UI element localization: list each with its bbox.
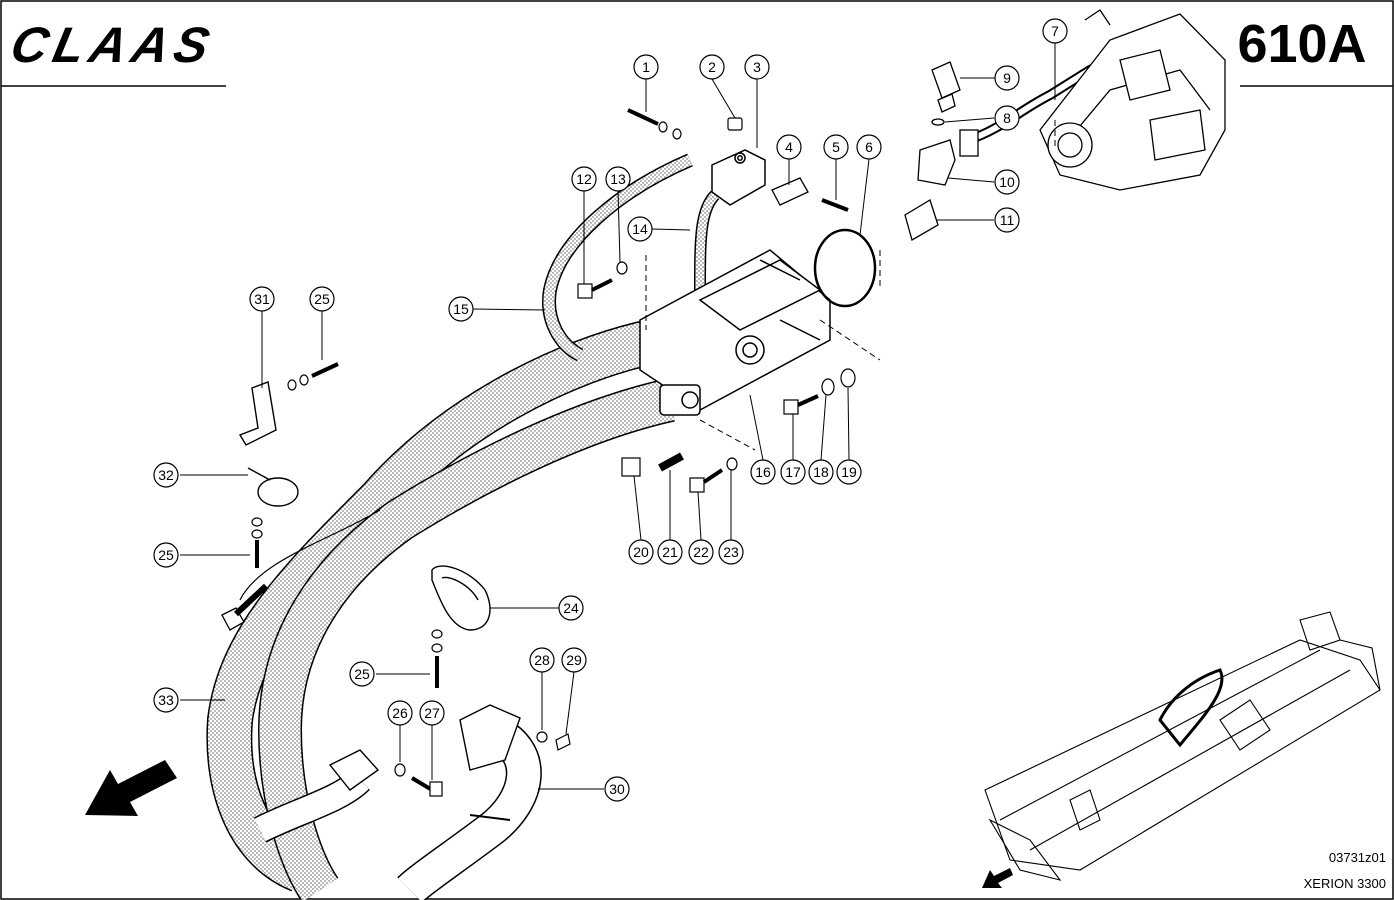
callout-32: 32: [158, 467, 174, 483]
plate-4: [771, 177, 809, 206]
callout-8: 8: [1003, 110, 1011, 126]
callout-33: 33: [158, 692, 174, 708]
callout-4: 4: [785, 139, 793, 155]
pressure-pipe-30: [397, 704, 542, 900]
callout-1: 1: [642, 59, 650, 75]
callout-3: 3: [753, 59, 761, 75]
callout-19: 19: [841, 464, 857, 480]
callout-20: 20: [633, 544, 649, 560]
callout-25-top: 25: [314, 291, 330, 307]
callout-labels: 1 2 3 4 5 6 7 8 9 10 11 12 13 14 15 16 1…: [158, 23, 1059, 797]
overview-chassis-inset: [984, 611, 1381, 881]
model-name: XERION 3300: [1303, 876, 1386, 891]
hydraulic-hose-14: [694, 190, 720, 291]
inset-direction-arrow-icon: [982, 868, 1013, 888]
callout-14: 14: [632, 221, 648, 237]
callout-25-mid: 25: [158, 547, 174, 563]
callout-9: 9: [1003, 70, 1011, 86]
o-ring-6: [813, 228, 877, 308]
bolts-and-washers: [251, 108, 856, 797]
callout-10: 10: [999, 174, 1015, 190]
direction-arrow-icon: [85, 760, 177, 816]
page-number: 610A: [1237, 14, 1367, 74]
callout-7: 7: [1051, 23, 1059, 39]
callout-markers: [153, 18, 1068, 802]
hydraulic-pump-16: [639, 249, 831, 416]
flange-fitting-left: [253, 749, 380, 843]
callout-30: 30: [609, 781, 625, 797]
callout-21: 21: [662, 544, 678, 560]
callout-28: 28: [534, 652, 550, 668]
callout-13: 13: [610, 171, 626, 187]
callout-29: 29: [566, 652, 582, 668]
callout-16: 16: [755, 464, 771, 480]
callout-6: 6: [865, 139, 873, 155]
callout-26: 26: [392, 705, 408, 721]
callout-23: 23: [723, 544, 739, 560]
callout-25-low: 25: [354, 666, 370, 682]
callout-17: 17: [785, 464, 801, 480]
engine-block: [1039, 9, 1226, 191]
callout-18: 18: [813, 464, 829, 480]
callout-24: 24: [563, 600, 579, 616]
callout-15: 15: [453, 301, 469, 317]
callout-11: 11: [1000, 212, 1015, 228]
clamp-24: [431, 565, 491, 631]
hose-end-fitting: [221, 583, 269, 631]
callout-22: 22: [693, 544, 709, 560]
hydraulic-hose-15: [542, 153, 693, 362]
bracket-31: [238, 381, 277, 446]
callout-27: 27: [424, 705, 440, 721]
callout-12: 12: [576, 171, 592, 187]
drawing-number: 03731z01: [1328, 850, 1386, 865]
callout-5: 5: [832, 139, 840, 155]
clamp-32: [247, 467, 299, 507]
leader-lines: [180, 43, 1056, 790]
callout-31: 31: [254, 291, 270, 307]
valve-block-3: [711, 149, 766, 206]
callout-2: 2: [708, 59, 716, 75]
